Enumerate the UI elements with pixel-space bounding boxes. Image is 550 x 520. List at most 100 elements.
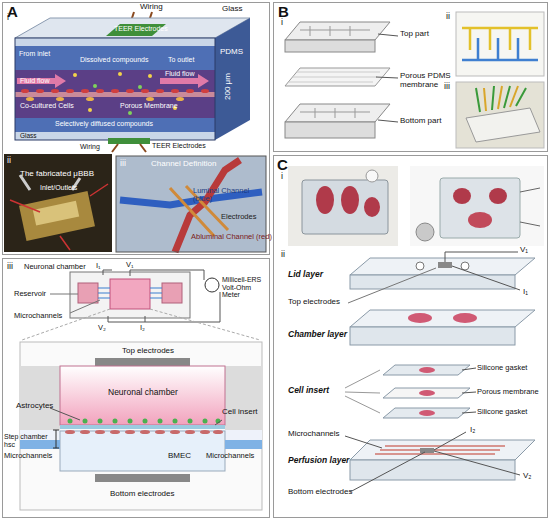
device-block — [15, 38, 215, 140]
part-label: Selectively diffused compounds — [55, 120, 153, 128]
signal-name: I₂ — [140, 324, 145, 332]
part-label: Silicone gasket — [477, 364, 527, 372]
exploded-layers — [350, 258, 535, 275]
exploded-layers — [419, 410, 435, 416]
device-block — [88, 108, 92, 112]
device-photo — [520, 188, 540, 226]
layer-name: Chamber layer — [288, 330, 347, 339]
tee-r-schematic — [173, 419, 178, 424]
exploded-device — [285, 122, 375, 138]
part-label: Fluid flow — [165, 70, 195, 78]
part-label: BMEC — [168, 452, 191, 461]
part-label: Step chamber hsc — [4, 433, 56, 448]
device-block — [93, 84, 97, 88]
signal-name: V₁ — [126, 261, 134, 269]
exploded-device — [466, 108, 540, 142]
exploded-device — [484, 86, 518, 111]
tee-r-schematic — [143, 419, 148, 424]
device-block — [56, 97, 64, 101]
subpanel-number: i — [7, 13, 9, 23]
tee-r-schematic — [225, 440, 262, 449]
device-photo — [364, 197, 380, 217]
device-photo — [4, 154, 112, 252]
exploded-layers — [383, 388, 470, 398]
signal-name: I₁ — [523, 288, 528, 297]
exploded-layers — [383, 408, 470, 418]
device-block — [108, 138, 150, 144]
part-label: Microchannels — [14, 312, 62, 320]
exploded-layers — [348, 268, 436, 303]
device-block — [112, 144, 146, 152]
device-photo — [366, 170, 378, 182]
part-label: The fabricated μBBB — [20, 170, 94, 179]
part-label: TEER Electrodes — [152, 142, 206, 150]
tee-r-schematic — [113, 419, 118, 424]
device-block — [201, 89, 209, 93]
signal-name: V₁ — [520, 246, 528, 255]
exploded-layers — [408, 313, 432, 323]
exploded-device — [285, 68, 390, 86]
tee-r-schematic — [203, 419, 208, 424]
part-label: Glass — [222, 5, 242, 14]
part-label: Wiring — [140, 3, 163, 12]
device-block — [17, 74, 66, 88]
exploded-layers — [345, 432, 520, 492]
device-block — [111, 89, 119, 93]
photo-title: Channel Definition — [151, 160, 216, 169]
dimension-label: 200 μm — [224, 73, 233, 100]
device-block — [15, 12, 250, 152]
tee-r-schematic — [53, 430, 59, 448]
panel-letter: B — [278, 4, 289, 21]
exploded-device — [285, 22, 390, 40]
exploded-device — [300, 26, 370, 36]
tee-r-schematic — [125, 430, 135, 434]
tee-r-schematic — [20, 366, 60, 430]
part-label: Luminal Channel (blue) — [193, 187, 255, 204]
part-label: Glass — [20, 132, 37, 139]
device-block — [21, 89, 29, 93]
part-label: Millicell-ERS Volt-Ohm Meter — [222, 276, 268, 299]
part-label: Inlet/Outlets — [40, 184, 77, 192]
tee-r-schematic — [98, 288, 162, 298]
part-label: Neuronal chamber — [108, 388, 178, 397]
device-photo — [288, 166, 544, 246]
exploded-layers — [462, 368, 476, 413]
subpanel-number: i — [281, 172, 283, 182]
part-label: Astrocytes — [16, 402, 53, 411]
exploded-layers — [416, 262, 424, 270]
part-label: PDMS — [220, 48, 243, 57]
device-block — [138, 85, 142, 89]
exploded-layers — [350, 440, 535, 460]
device-block — [128, 111, 132, 115]
tee-r-schematic — [78, 283, 98, 303]
tee-r-schematic — [20, 342, 262, 510]
device-block — [148, 74, 152, 78]
layer-name: Perfusion layer — [288, 456, 349, 465]
exploded-layers — [345, 370, 380, 413]
subpanel-number: ii — [446, 12, 450, 22]
device-block — [141, 89, 149, 93]
part-label: Cell insert — [222, 408, 258, 417]
exploded-layers — [350, 327, 515, 345]
exploded-device — [285, 40, 375, 52]
device-photo — [468, 212, 492, 228]
tee-r-schematic — [213, 430, 223, 434]
tee-r-schematic — [80, 430, 90, 434]
device-block — [81, 89, 89, 93]
signal-name: V₂ — [98, 324, 106, 332]
device-block — [118, 72, 122, 76]
device-block — [26, 97, 34, 101]
device-photo — [33, 201, 79, 226]
part-label: From inlet — [19, 50, 50, 58]
part-label: Electrodes — [221, 213, 256, 221]
exploded-device — [456, 82, 544, 148]
device-photo — [10, 184, 108, 250]
device-block — [156, 89, 164, 93]
device-block — [176, 97, 184, 101]
part-label: Bottom electrodes — [288, 488, 352, 497]
exploded-layers — [453, 313, 477, 323]
layer-name: Cell insert — [288, 386, 329, 395]
part-label: Top part — [400, 30, 429, 39]
part-label: Neuronal chamber — [24, 263, 86, 271]
tee-r-schematic — [158, 419, 163, 424]
